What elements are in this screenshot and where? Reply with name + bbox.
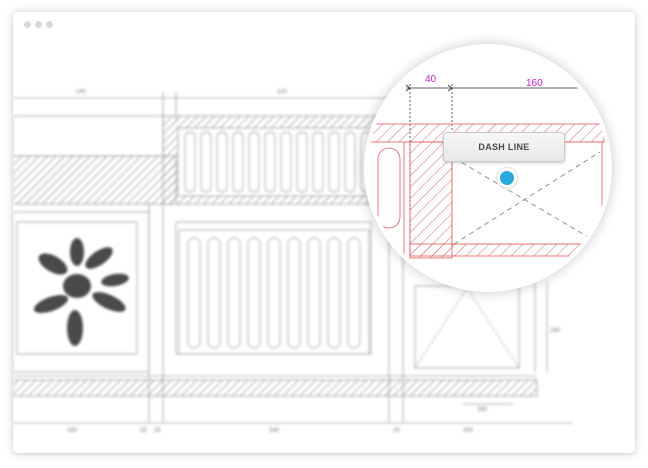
selection-handle[interactable] [497,168,517,188]
dim-side: 240 [550,328,561,334]
plant-symbol [33,238,129,346]
window-dot[interactable] [35,21,42,28]
zoom-dimension-label-40: 40 [425,74,437,85]
grill-slots-top [184,131,372,193]
dim-bottom-5: 20 [393,428,400,434]
zoom-dash-cross [453,151,601,245]
dim-bottom-6: 200 [463,428,474,434]
grill-slots-center [187,237,361,349]
magnifier-lens [368,48,608,288]
dim-bottom-3: 20 [154,428,161,434]
dim-bottom-1: 200 [67,428,78,434]
bottom-wall [13,375,573,424]
window-dot[interactable] [46,21,53,28]
dim-inner: 160 [477,407,488,413]
cad-drawing-canvas[interactable]: 240 320 [13,12,635,453]
right-panel [388,112,548,422]
zoom-side-detail [377,142,405,258]
dim-top-2: 320 [277,89,288,95]
dash-line-tooltip[interactable]: DASH LINE [443,132,565,162]
tooltip-label: DASH LINE [478,142,530,152]
window-titlebar [13,12,635,36]
dim-bottom-2: 20 [140,428,147,434]
dim-bottom-4: 240 [269,428,280,434]
dim-top-1: 240 [76,89,87,95]
window-dot[interactable] [24,21,31,28]
zoom-dimension-label-160: 160 [526,78,543,89]
